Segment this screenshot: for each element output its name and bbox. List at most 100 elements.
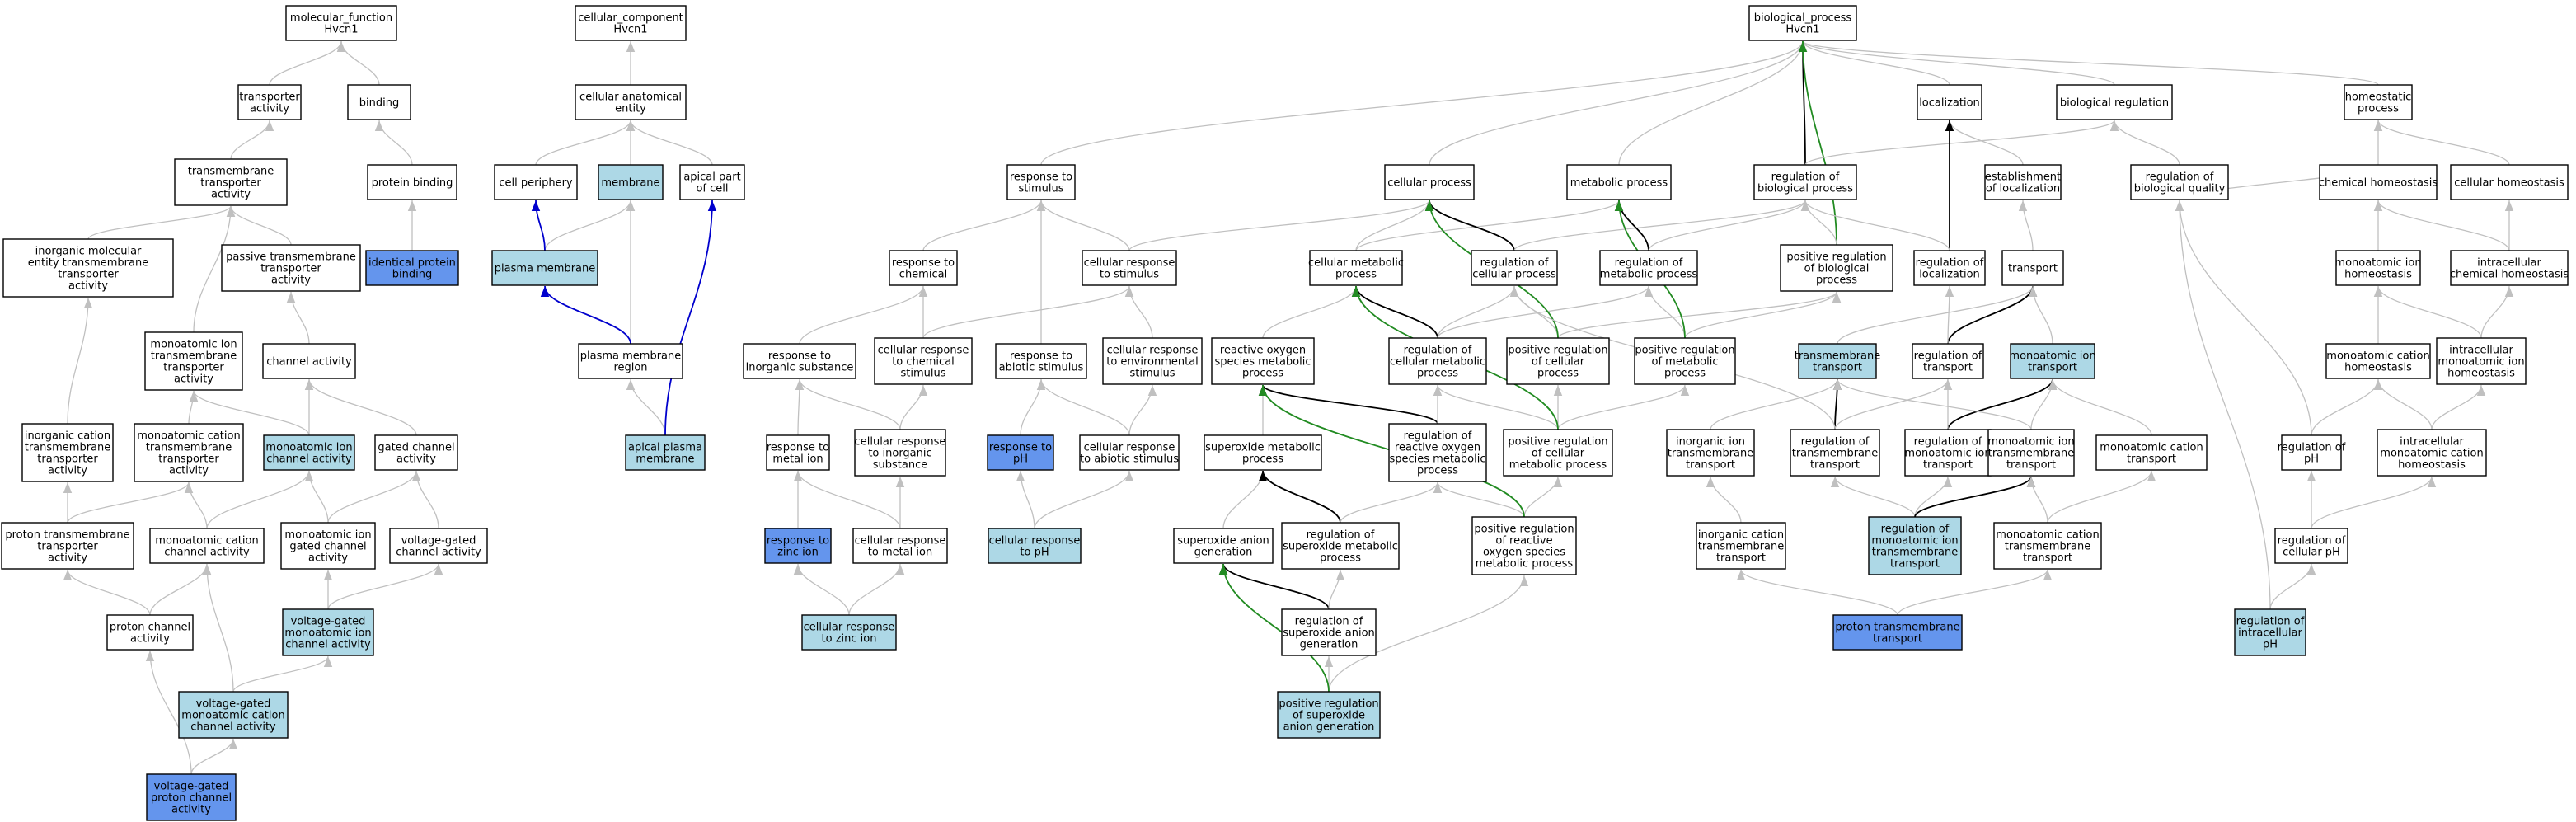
go-term-node-transport[interactable]: transport xyxy=(2001,250,2064,286)
node-box xyxy=(625,434,706,471)
go-term-node-cellular-homeostasis[interactable]: cellular homeostasis xyxy=(2450,164,2569,200)
go-term-node-protein-binding[interactable]: protein binding xyxy=(367,164,457,200)
go-term-node-bio-regulation[interactable]: biological regulation xyxy=(2056,84,2173,120)
edge-is-a-channel-act-to-passive-tm xyxy=(286,291,310,345)
go-term-node-plasma-membrane[interactable]: plasma membrane xyxy=(491,250,598,286)
go-term-node-cellular-process[interactable]: cellular process xyxy=(1384,164,1475,200)
go-term-node-mai-tm-act[interactable]: monoatomic iontransmembranetransporterac… xyxy=(144,331,243,391)
go-term-node-channel-act[interactable]: channel activity xyxy=(262,343,356,379)
go-term-node-binding[interactable]: binding xyxy=(347,84,411,120)
go-term-node-membrane[interactable]: membrane xyxy=(598,164,664,200)
go-term-node-metabolic-process[interactable]: metabolic process xyxy=(1566,164,1672,200)
node-box xyxy=(801,614,897,651)
node-box xyxy=(1984,164,2062,200)
node-box xyxy=(1566,164,1672,200)
go-term-node-localization[interactable]: localization xyxy=(1917,84,1982,120)
go-term-node-inorg-cation-tm-act[interactable]: inorganic cationtransmembranetransporter… xyxy=(21,423,114,482)
go-term-node-cell-periphery[interactable]: cell periphery xyxy=(494,164,578,200)
node-label-line: membrane xyxy=(636,453,694,466)
go-term-node-chemical-homeostasis[interactable]: chemical homeostasis xyxy=(2319,164,2438,200)
go-term-node-mac-tm-act[interactable]: monoatomic cationtransmembranetransporte… xyxy=(134,423,244,482)
